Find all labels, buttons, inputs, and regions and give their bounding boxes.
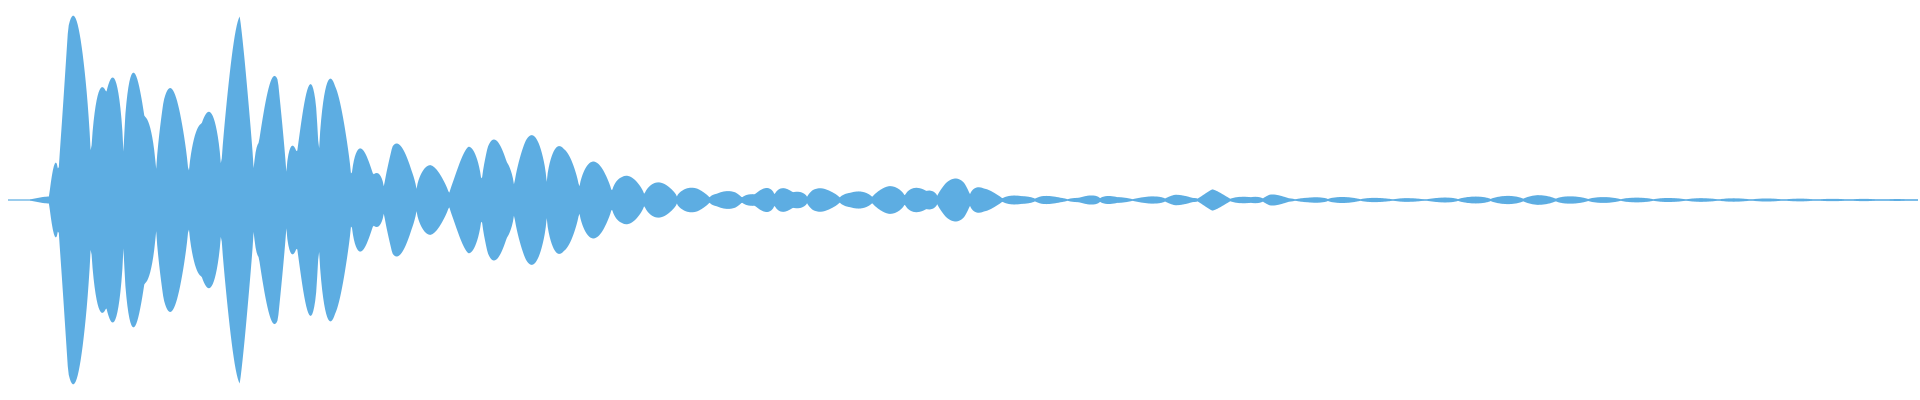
waveform-shape [30, 15, 1918, 385]
